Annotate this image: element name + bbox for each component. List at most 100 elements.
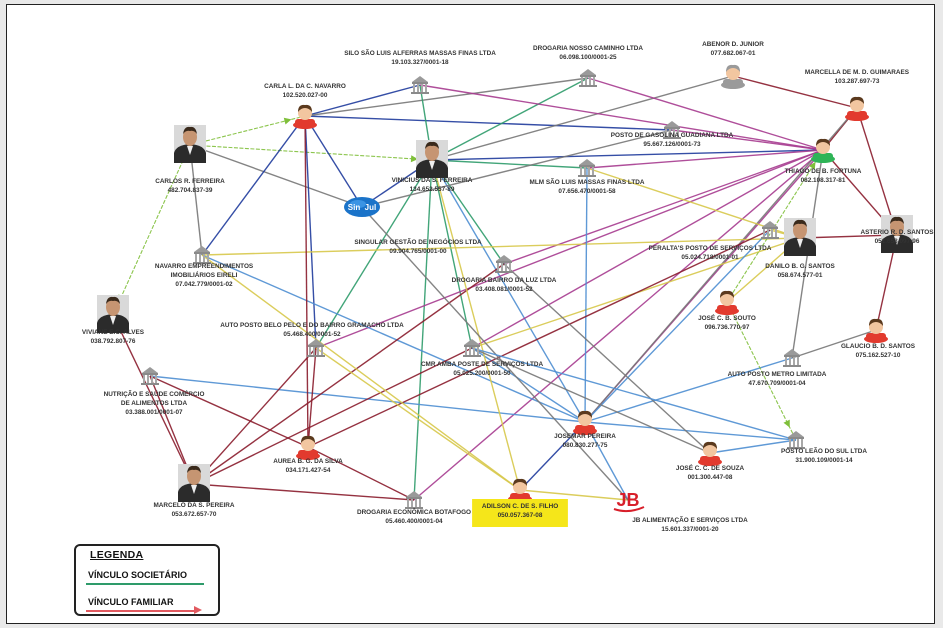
node-cmr[interactable]: CMR AMBA POSTE DE SERVIÇOS LTDA05.025.20… (421, 339, 544, 377)
node-marcella[interactable]: MARCELLA DE M. D. GUIMARAES 103.287.697-7… (805, 69, 910, 121)
edge-line (471, 347, 711, 454)
person-icon (293, 104, 317, 129)
edge-line (431, 159, 588, 169)
person-icon (698, 441, 722, 466)
edge-arrowhead (783, 419, 790, 428)
edge-line (726, 301, 797, 441)
edge-line (361, 129, 673, 208)
edge-line (304, 115, 317, 349)
node-auto_posto[interactable]: AUTO POSTO BELO PELO E DO BAIRRO GRAMACH… (220, 322, 404, 357)
company-logo: JB (613, 490, 645, 513)
edge-line (431, 159, 521, 491)
person-photo (881, 215, 913, 253)
node-silo[interactable]: SILO SÃO LUIS ALFERRAS MASSAS FINAS LTDA… (344, 48, 496, 94)
edge-line (189, 144, 203, 256)
node-id-number: 082.108.317-81 (801, 177, 846, 184)
edge-arrowhead (808, 161, 816, 170)
highlight-box (472, 499, 568, 527)
edge-line (413, 159, 433, 501)
node-id-number: 096.736.770-97 (705, 324, 750, 331)
node-name-label: MARCELLA DE M. D. GUIMARAES (805, 69, 910, 76)
building-icon (411, 76, 429, 94)
node-name-label: AUREA B. G. DA SILVA (273, 458, 343, 465)
building-icon (141, 367, 159, 385)
node-id-number: 03.408.081/0001-52 (475, 286, 533, 293)
node-drogaria_luz[interactable]: DROGARIA BAIRRO DA LUZ LTDA03.408.081/00… (452, 255, 557, 293)
legend-familiar-label: VÍNCULO FAMILIAR (88, 597, 174, 607)
company-logo: Sin Jul (344, 197, 380, 217)
node-mlm[interactable]: MLM SÃO LUIS MASSAS FINAS LTDA07.656.470… (530, 159, 645, 195)
node-id-number: 051.658.097-96 (875, 238, 920, 245)
edge-line (431, 159, 473, 349)
node-id-number: 95.667.126/0001-73 (643, 141, 701, 148)
edge-line (503, 263, 711, 454)
edge-line (304, 84, 421, 117)
edge-line (586, 149, 824, 169)
edge-line (304, 115, 673, 131)
edge-line (201, 254, 586, 423)
edge-line (201, 115, 306, 256)
node-id-number: 080.830.277-75 (563, 442, 608, 449)
edge-line (799, 234, 898, 239)
edge-line (193, 483, 415, 501)
node-id-number: 103.287.697-73 (835, 78, 880, 85)
jb-logo-text: JB (616, 490, 639, 510)
building-icon (405, 491, 423, 509)
edge-line (584, 167, 588, 423)
node-peraltas[interactable]: PERALTA'S POSTO DE SERVIÇOS LTDA 05.024.7… (649, 221, 779, 261)
node-id-number: 03.388.001/0001-07 (125, 409, 183, 416)
edge-line (584, 421, 629, 501)
edge-line (307, 446, 415, 501)
edge-line (304, 77, 589, 117)
person-icon (811, 138, 835, 163)
edge-line (193, 347, 317, 485)
edge-line (189, 115, 306, 146)
node-auto_metro[interactable]: AUTO POSTO METRO LIMITADA47.670.709/0001… (728, 349, 827, 387)
node-name-label: DROGARIA NOSSO CAMINHO LTDA (533, 45, 643, 52)
node-name-label: CARLA L. DA C. NAVARRO (264, 83, 346, 90)
edge-line (471, 347, 797, 441)
node-name-label: NUTRIÇÃO E SAÚDE COMÉRCIO (104, 389, 205, 398)
person-icon (864, 318, 888, 343)
node-id-number: 077.682.067-01 (711, 50, 756, 57)
node-id-number: 05.024.718/0001-01 (681, 254, 739, 261)
node-id-number: 482.704.837-39 (168, 187, 213, 194)
person-icon (715, 290, 739, 315)
node-name-label: PERALTA'S POSTO DE SERVIÇOS LTDA (649, 245, 772, 252)
node-drogaria_eb[interactable]: DROGARIA ECONÔMICA BOTAFOGO05.460.400/00… (357, 491, 471, 525)
node-id-number: 038.792.807-76 (91, 338, 136, 345)
node-posto_guadiana[interactable]: POSTO DE GASOLINA GUADIANA LTDA95.667.12… (611, 121, 734, 148)
edge-line (431, 159, 586, 423)
edge-line (587, 77, 824, 151)
node-id-number: 09.904.765/0001-00 (389, 248, 447, 255)
node-id-number: 07.656.470/0001-58 (558, 188, 616, 195)
node-id-number: 134.652.557-89 (410, 186, 455, 193)
node-name-label: CMR AMBA POSTE DE SERVIÇOS LTDA (421, 361, 544, 368)
edge-line (671, 129, 824, 151)
legend-title: LEGENDA (90, 549, 144, 561)
edge-line (112, 144, 191, 316)
edge-line (304, 115, 309, 448)
node-name-label: POSTO LEÃO DO SUL LTDA (781, 446, 867, 455)
node-drogaria_nc[interactable]: DROGARIA NOSSO CAMINHO LTDA06.098.100/00… (533, 45, 643, 87)
